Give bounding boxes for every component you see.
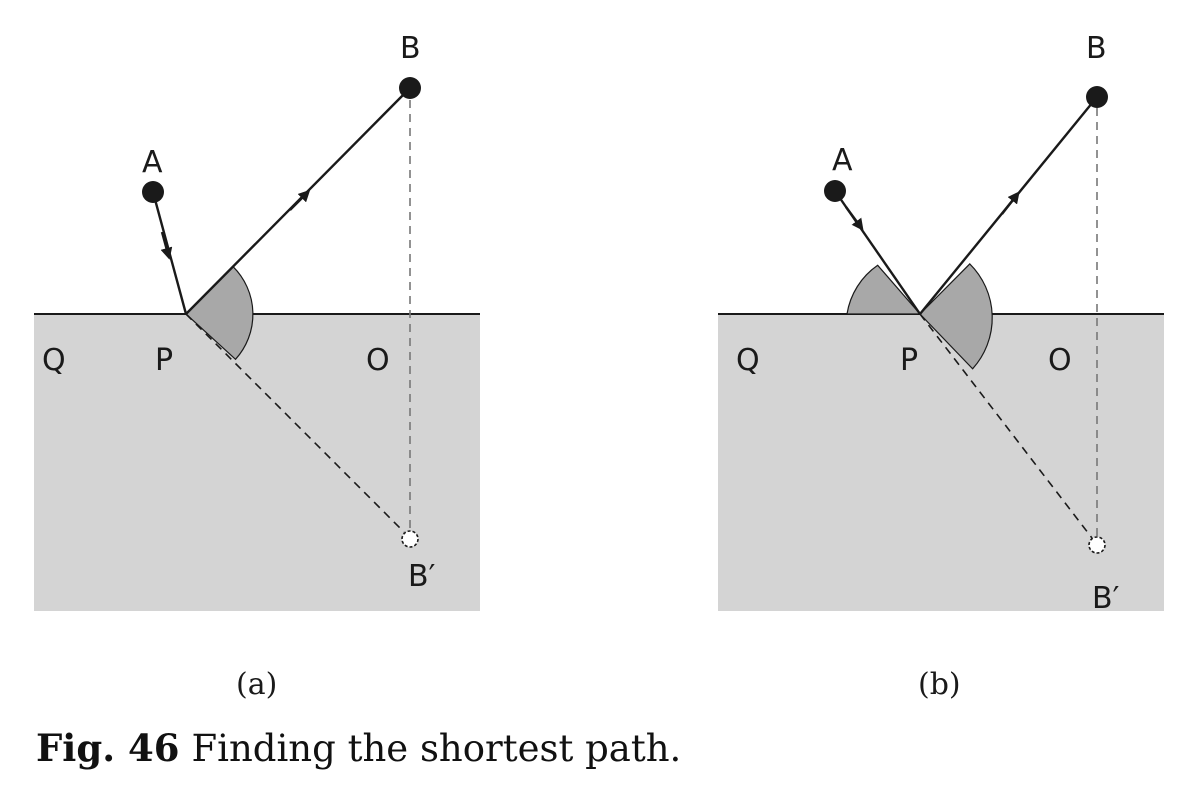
ray-A-to-P <box>151 191 188 315</box>
panel-b: A B Q P O B′ (b) <box>718 31 1164 702</box>
reflecting-medium <box>718 314 1164 611</box>
arrow-icon <box>160 231 173 260</box>
reflecting-medium <box>34 314 480 611</box>
point-B <box>399 77 421 99</box>
dashed-line-P-to-B-prime <box>919 313 1093 539</box>
dashed-line-P-to-B-prime <box>185 313 405 533</box>
label-B: B <box>1086 31 1107 66</box>
panel-a: A B Q P O B′ (a) <box>34 31 480 702</box>
point-B-prime <box>401 530 419 548</box>
label-Q: Q <box>736 343 760 378</box>
label-B-prime: B′ <box>408 559 436 594</box>
figure-caption-text: Finding the shortest path. <box>191 727 682 770</box>
label-P: P <box>155 343 173 378</box>
label-B: B <box>400 31 421 66</box>
label-O: O <box>1048 343 1072 378</box>
label-B-prime: B′ <box>1092 581 1120 616</box>
point-B-prime <box>1088 536 1106 554</box>
angle-sector-reflection <box>919 263 993 370</box>
figure-number: Fig. 46 <box>36 726 180 770</box>
label-O: O <box>366 343 390 378</box>
point-A <box>824 180 846 202</box>
label-A: A <box>142 145 163 180</box>
point-B <box>1086 86 1108 108</box>
panel-caption: (b) <box>918 667 961 702</box>
point-A <box>142 181 164 203</box>
arrow-icon <box>1001 191 1020 215</box>
label-A: A <box>832 143 853 178</box>
arrow-icon <box>289 189 311 211</box>
arrow-icon <box>845 206 864 231</box>
label-Q: Q <box>42 343 66 378</box>
reflection-diagram: A B Q P O B′ (a) A B Q P O B′ (b) <box>34 31 1164 702</box>
panel-caption: (a) <box>236 667 277 702</box>
angle-sector <box>185 265 254 361</box>
label-P: P <box>900 343 918 378</box>
figure-caption: Fig. 46 Finding the shortest path. <box>36 726 681 770</box>
angle-sector-incidence <box>846 264 922 315</box>
